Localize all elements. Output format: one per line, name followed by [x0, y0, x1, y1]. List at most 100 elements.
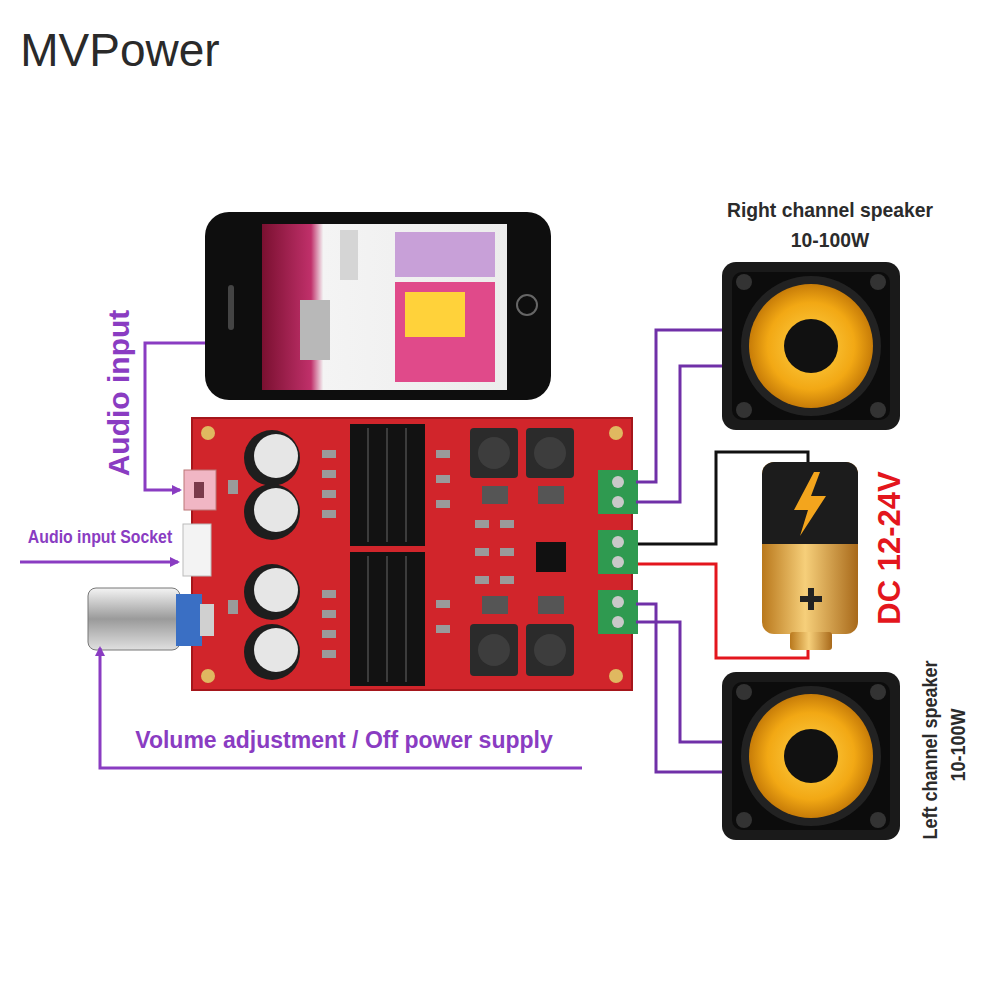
- battery-terminal: [790, 632, 832, 650]
- smd-part: [538, 486, 564, 504]
- smd-part: [475, 548, 489, 556]
- speaker-cone: [749, 694, 873, 818]
- inductor-core: [478, 437, 510, 469]
- smd-part: [500, 576, 514, 584]
- callout-label: Volume adjustment / Off power supply: [135, 728, 552, 753]
- screen-block: [300, 300, 330, 360]
- smd-part: [500, 548, 514, 556]
- inductor-core: [478, 634, 510, 666]
- leader-line: [145, 343, 205, 490]
- capacitor: [244, 564, 300, 620]
- mount-screw: [201, 669, 215, 683]
- inductor: [470, 428, 518, 478]
- smd-part: [482, 596, 508, 614]
- capacitor: [244, 624, 300, 680]
- screw-terminal: [598, 530, 638, 574]
- terminal-screw: [612, 476, 624, 488]
- leader-line: [20, 561, 178, 564]
- terminal-screw: [612, 596, 624, 608]
- inductor: [526, 624, 574, 676]
- capacitor: [244, 484, 300, 540]
- speaker-cone: [749, 284, 873, 408]
- power-node: DC 12-24V: [755, 440, 925, 660]
- battery-body: [762, 462, 858, 634]
- input-socket: [183, 524, 211, 576]
- inductors: [470, 428, 574, 676]
- screen-block: [395, 232, 495, 277]
- smd-part: [322, 650, 336, 658]
- speaker-screw: [736, 812, 752, 828]
- potentiometer-pins: [200, 604, 214, 636]
- callout-label: Audio input: [102, 310, 135, 477]
- terminals: [598, 470, 638, 634]
- speaker-screw: [870, 684, 886, 700]
- inductor-core: [534, 634, 566, 666]
- jack-hole: [194, 482, 204, 498]
- capacitor-top: [254, 434, 298, 478]
- smd-part: [322, 450, 336, 458]
- heatsink-fins: [368, 428, 406, 682]
- speaker-wire: [636, 604, 722, 772]
- terminal-screw: [612, 496, 624, 508]
- potentiometer: [88, 588, 180, 650]
- speaker-screw: [870, 812, 886, 828]
- power-rating: 10-100W: [947, 708, 969, 781]
- audio-jack: [184, 470, 216, 510]
- speaker-node: Left channel speaker 10-100W: [700, 640, 980, 860]
- fin: [386, 556, 388, 682]
- fin: [405, 428, 407, 542]
- leader-line: [100, 648, 582, 768]
- speaker-face: [732, 682, 890, 830]
- chip: [536, 542, 566, 572]
- smd-part: [228, 480, 238, 494]
- smd-part: [436, 450, 450, 458]
- amplifier-board: [192, 418, 632, 690]
- callout-label: Audio input Socket: [28, 528, 172, 548]
- power-rating: 10-100W: [791, 228, 869, 251]
- screw-terminal: [598, 590, 638, 634]
- phone-body: [205, 212, 551, 400]
- screen-block: [395, 282, 495, 382]
- speaker-screw: [870, 402, 886, 418]
- speaker-frame: [722, 262, 900, 430]
- inductor: [470, 624, 518, 676]
- phone-speaker: [228, 285, 234, 330]
- speaker-cap: [784, 729, 838, 783]
- speaker-cap: [784, 319, 838, 373]
- fin: [367, 556, 369, 682]
- inductor-core: [534, 437, 566, 469]
- plus-symbol: [808, 588, 814, 610]
- capacitor: [244, 430, 300, 486]
- positive-wire: [638, 564, 808, 658]
- bolt-symbol: [794, 472, 826, 536]
- screen-block: [405, 292, 465, 337]
- mount-screw: [609, 426, 623, 440]
- smd-part: [436, 475, 450, 483]
- smd-part: [482, 486, 508, 504]
- terminal-screw: [612, 616, 624, 628]
- smd-part: [322, 490, 336, 498]
- capacitor-top: [254, 568, 298, 612]
- heatsink: [350, 552, 425, 686]
- home-button: [517, 295, 537, 315]
- smd-part: [500, 520, 514, 528]
- smd-part: [475, 520, 489, 528]
- smd-part: [475, 576, 489, 584]
- speaker-screw: [736, 402, 752, 418]
- smd-part: [322, 590, 336, 598]
- inductor: [526, 428, 574, 478]
- potentiometer-body: [176, 594, 202, 646]
- phone-screen: [262, 224, 507, 390]
- smd-part: [436, 600, 450, 608]
- mount-screw: [201, 426, 215, 440]
- speaker-wire: [636, 622, 722, 742]
- voltage-label: DC 12-24V: [873, 471, 907, 624]
- screen-block: [340, 230, 358, 280]
- fin: [386, 428, 388, 542]
- speaker-name: Left channel speaker: [919, 660, 941, 839]
- fin: [405, 556, 407, 682]
- speaker-face: [732, 272, 890, 420]
- negative-wire: [638, 452, 808, 544]
